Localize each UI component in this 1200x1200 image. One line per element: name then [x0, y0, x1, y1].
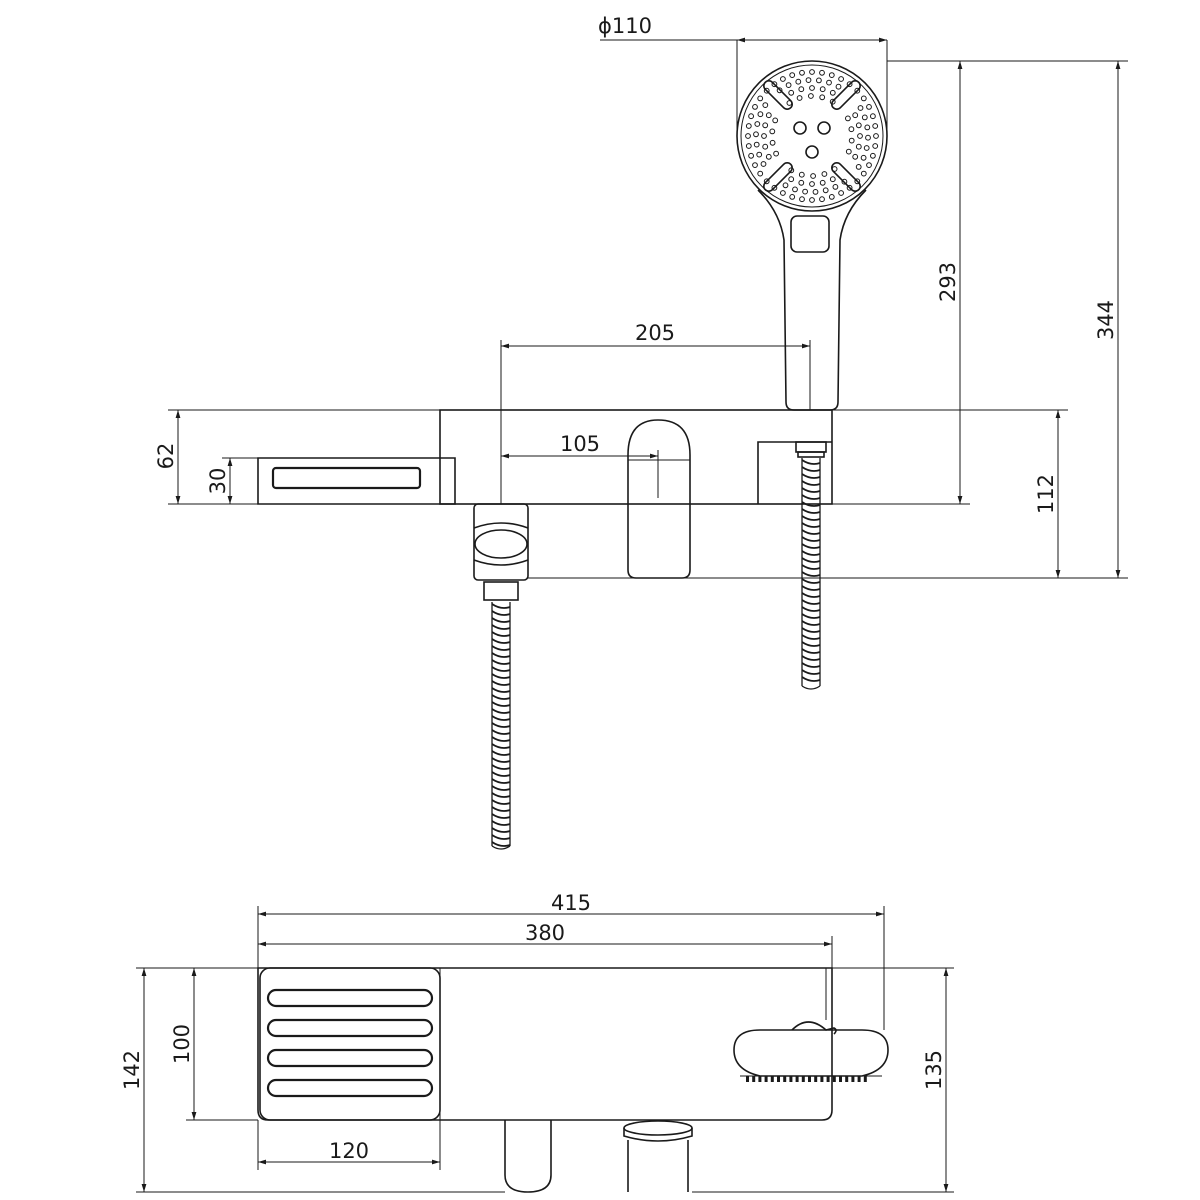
label-total-height: 344 [1094, 300, 1118, 340]
nozzle-dots [745, 69, 879, 203]
body-outline-top [257, 967, 833, 1121]
label-body-height: 62 [154, 443, 178, 470]
dim-handshower-height: 293 [740, 60, 970, 505]
shelf-slots [266, 988, 434, 1098]
spray-slots [763, 80, 861, 192]
dim-total-height: 344 [528, 60, 1128, 579]
lever-top [504, 1120, 552, 1193]
dim-total-depth: 142 [120, 967, 505, 1193]
dim-outlet-distance: 205 [500, 321, 811, 504]
hand-shower-head [736, 60, 888, 212]
hand-shower-handle [757, 189, 867, 411]
label-handle-offset: 105 [560, 432, 600, 456]
dim-body-height: 62 [154, 409, 440, 505]
lever-handle [627, 419, 691, 579]
dim-shelf-depth: 100 [170, 968, 258, 1121]
dim-spout-height: 30 [206, 457, 258, 504]
spout [257, 457, 456, 505]
mixer-body [257, 409, 833, 579]
label-outlet-distance: 205 [635, 321, 675, 345]
hose-outlet [473, 503, 529, 601]
dim-front-height: 112 [832, 409, 1068, 578]
label-shelf-depth: 100 [170, 1024, 194, 1064]
label-body-depth: 135 [922, 1050, 946, 1090]
label-shelf-width: 120 [329, 1139, 369, 1163]
label-total-width: 415 [551, 891, 591, 915]
label-total-depth: 142 [120, 1050, 144, 1090]
head-nozzles [746, 1076, 867, 1082]
label-handshower-height: 293 [936, 262, 960, 302]
shower-head-top [733, 1021, 889, 1082]
dim-body-width: 380 [258, 921, 833, 968]
mode-button [790, 215, 830, 253]
dim-diameter: ϕ110 [598, 14, 888, 136]
top-view: 415 380 142 100 135 [120, 891, 954, 1193]
front-view: ϕ110 293 344 112 205 [154, 14, 1128, 850]
hose-outlet-top [623, 1120, 693, 1192]
label-diameter: ϕ110 [598, 14, 652, 38]
dim-total-width: 415 [257, 891, 885, 1030]
hoses [491, 458, 821, 850]
dim-body-depth: 135 [692, 967, 954, 1193]
dim-handle-offset: 105 [501, 432, 659, 498]
spout-outlet [271, 466, 422, 490]
label-front-height: 112 [1034, 474, 1058, 514]
label-spout-height: 30 [206, 468, 230, 495]
label-body-width: 380 [525, 921, 565, 945]
dim-shelf-width: 120 [257, 1120, 441, 1170]
